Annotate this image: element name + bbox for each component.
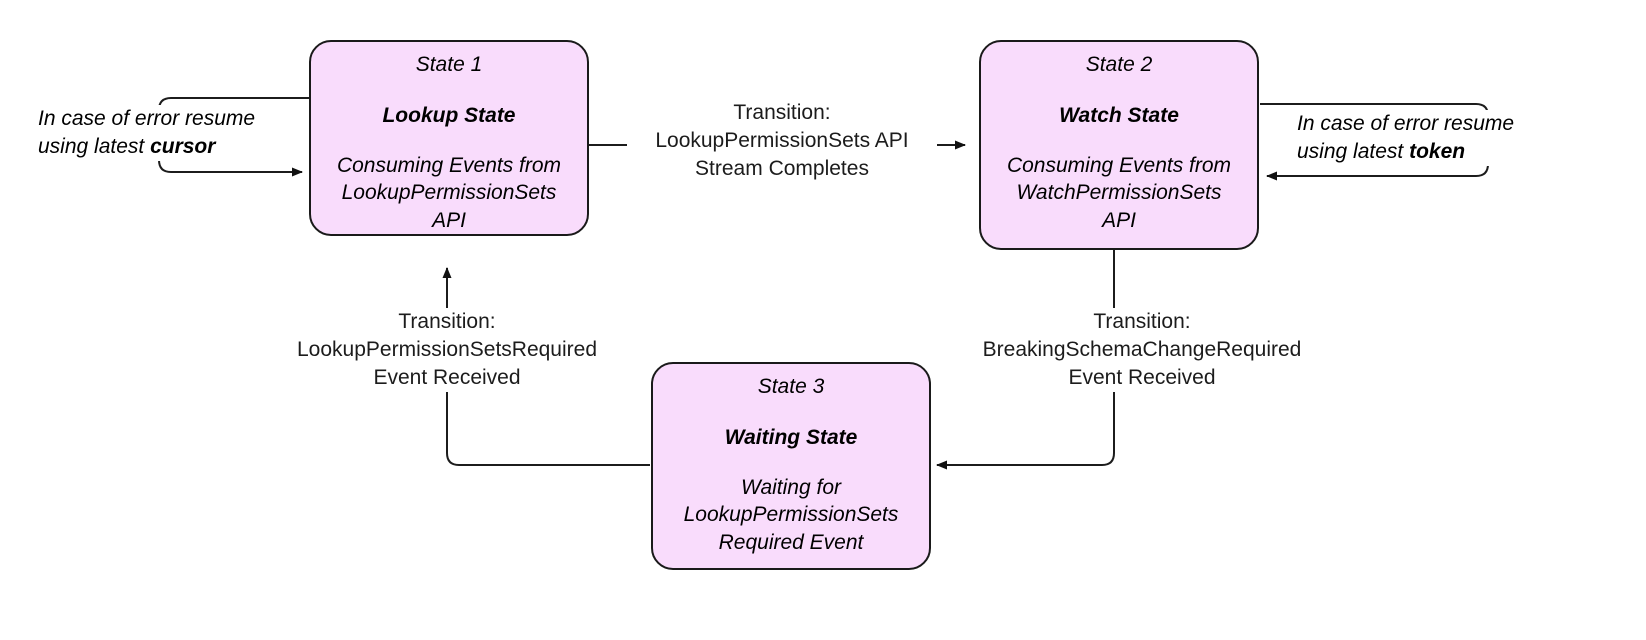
state-2-id: State 2 (1085, 53, 1153, 76)
self-loop-label-state2-emphasis: token (1409, 139, 1466, 163)
transition-label-state2-state3: Transition: BreakingSchemaChangeRequired… (952, 308, 1332, 392)
state-2-title: Watch State (1059, 104, 1179, 128)
self-loop-label-state1: In case of error resume using latest curs… (38, 105, 290, 161)
state-node-2[interactable]: State 2 Watch State Consuming Events fro… (979, 40, 1259, 250)
state-1-id: State 1 (415, 53, 483, 76)
state-2-description: Consuming Events from WatchPermissionSet… (1006, 153, 1232, 233)
state-node-3[interactable]: State 3 Waiting State Waiting for Lookup… (651, 362, 931, 570)
edge-state3-to-state1 (442, 267, 650, 466)
state-3-description: Waiting for LookupPermissionSets Require… (683, 475, 899, 555)
state-3-title: Waiting State (724, 426, 858, 450)
self-loop-label-state2-line1: In case of error resume (1297, 112, 1515, 135)
self-loop-label-state1-line1: In case of error resume (38, 107, 256, 130)
state-1-title: Lookup State (382, 104, 516, 128)
state-node-1[interactable]: State 1 Lookup State Consuming Events fr… (309, 40, 589, 236)
self-loop-label-state1-line2-prefix: using latest (38, 134, 151, 158)
transition-label-state1-state2: Transition: LookupPermissionSets API Str… (627, 99, 937, 183)
state-1-description: Consuming Events from LookupPermissionSe… (336, 153, 562, 233)
transition-label-state3-state1: Transition: LookupPermissionSetsRequired… (268, 308, 626, 392)
state-3-id: State 3 (757, 375, 825, 398)
self-loop-label-state2-line2-prefix: using latest (1297, 139, 1410, 163)
self-loop-label-state2: In case of error resume using latest toke… (1297, 110, 1549, 166)
edge-state2-to-state3 (936, 250, 1115, 470)
self-loop-label-state1-emphasis: cursor (150, 134, 216, 158)
